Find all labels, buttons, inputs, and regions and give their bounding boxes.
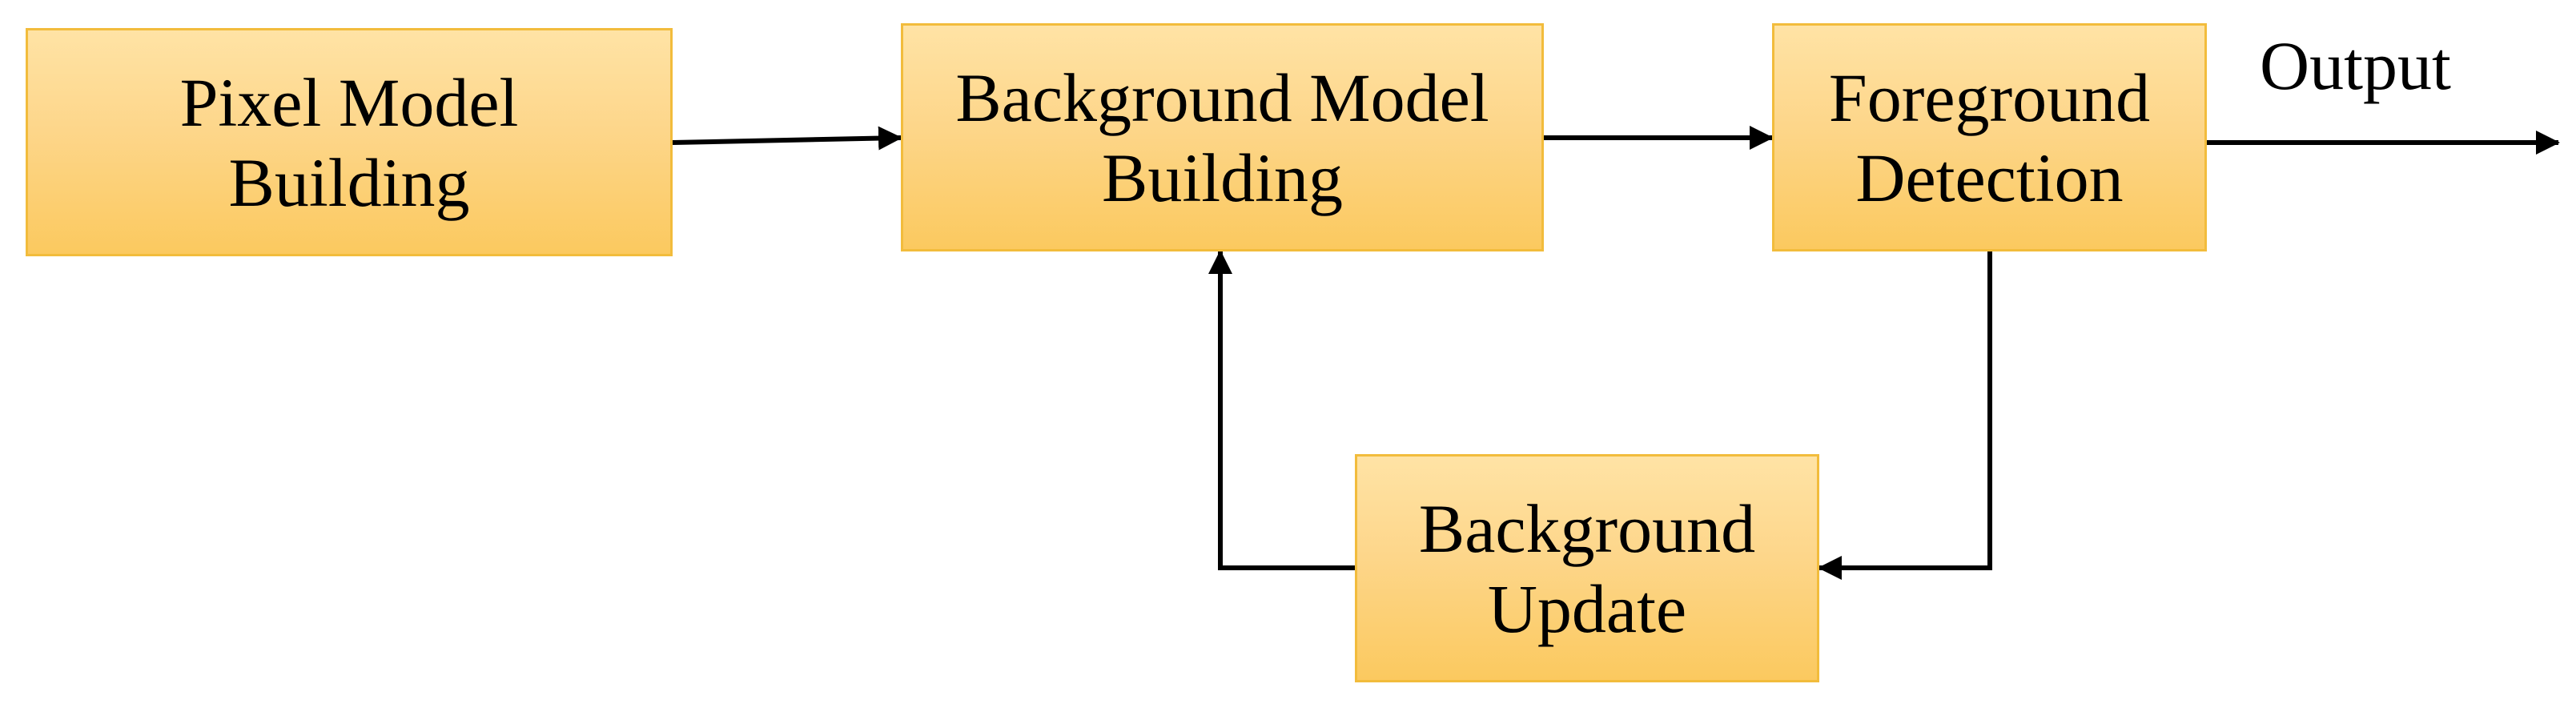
block-label-line2: Update xyxy=(1487,569,1687,647)
arrow-pixel-to-background-model xyxy=(672,126,902,151)
block-label-line1: Background Model xyxy=(955,58,1489,136)
block-label-line2: Building xyxy=(1101,139,1344,216)
block-label-line1: Background xyxy=(1418,489,1756,567)
block-label-line2: Detection xyxy=(1855,139,2124,216)
output-label: Output xyxy=(2260,27,2451,104)
background-model-building-block: Background Model Building xyxy=(901,23,1544,251)
block-label-line2: Building xyxy=(228,143,470,221)
block-label-line1: Pixel Model xyxy=(179,63,519,141)
block-label-line1: Foreground xyxy=(1828,58,2151,136)
background-update-block: Background Update xyxy=(1355,454,1819,682)
pixel-model-building-block: Pixel Model Building xyxy=(26,28,673,256)
arrow-update-to-background-model xyxy=(1208,250,1355,570)
foreground-detection-block: Foreground Detection xyxy=(1772,23,2207,251)
arrow-foreground-to-update xyxy=(1818,251,1992,580)
